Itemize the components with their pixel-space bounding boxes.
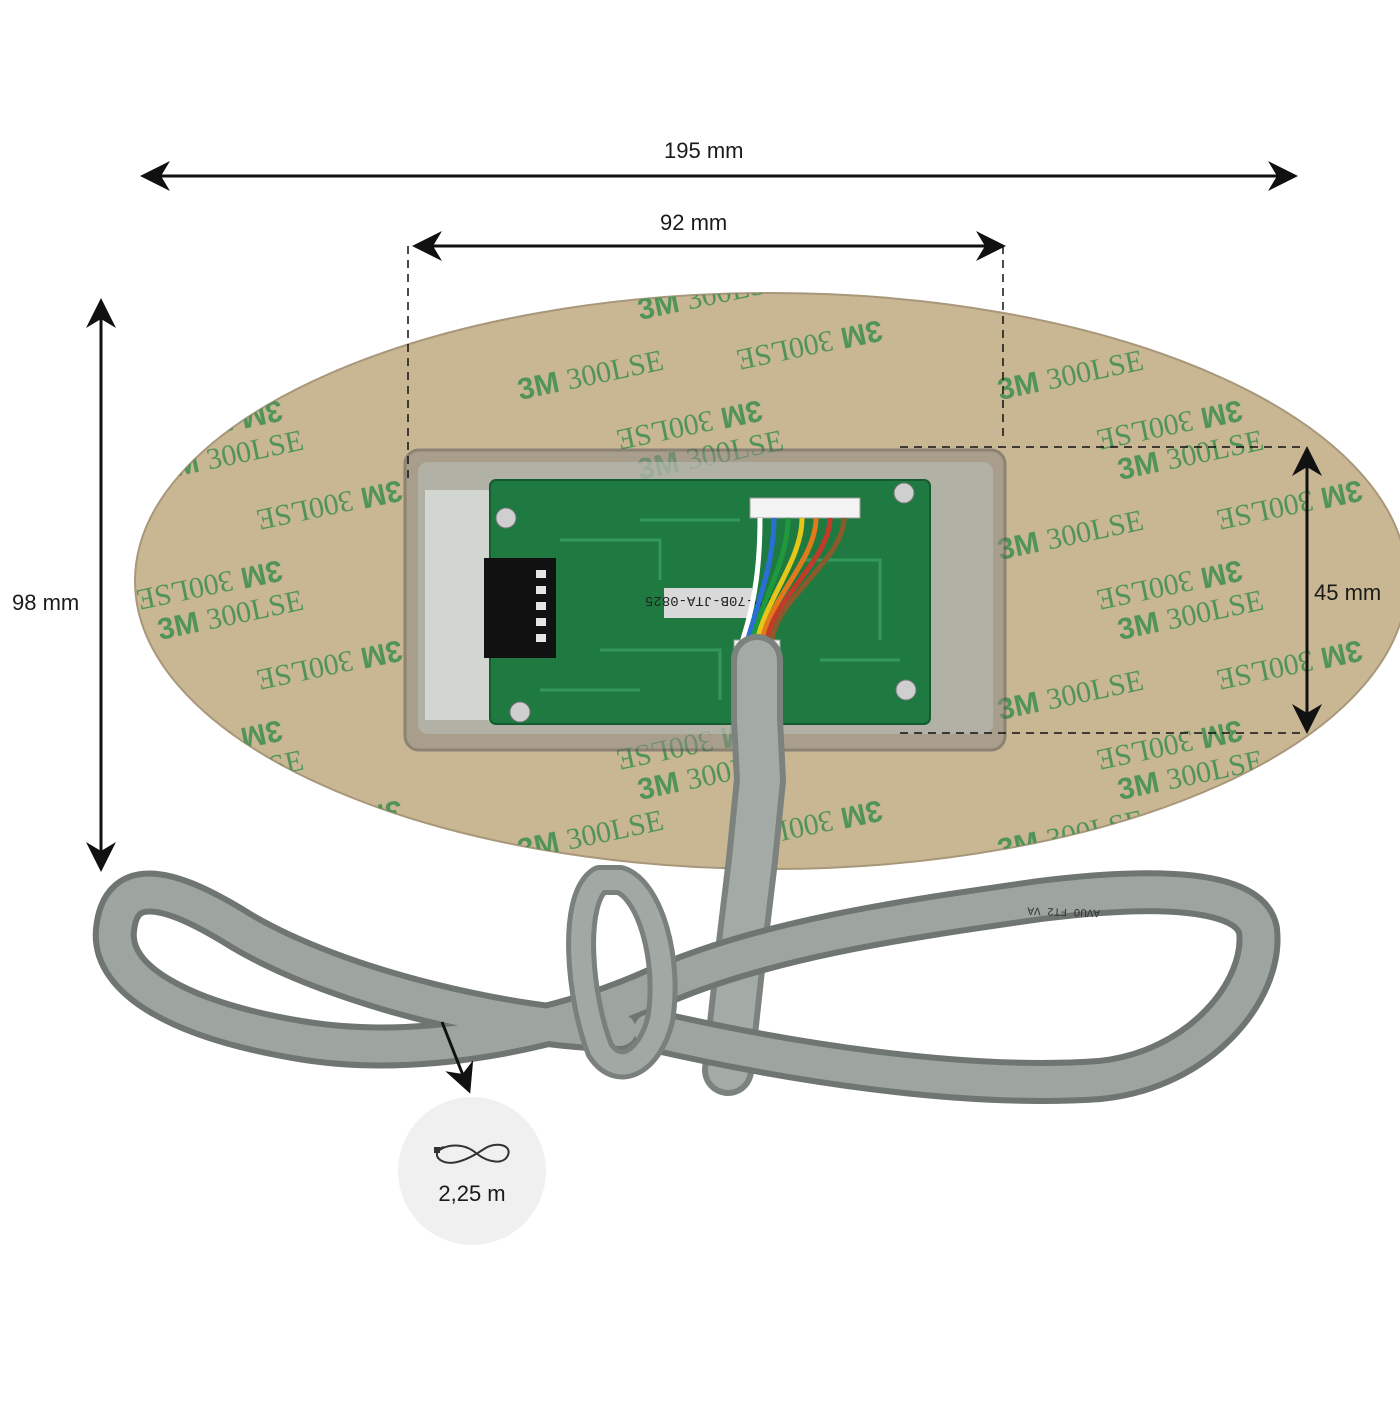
ribbon-cable: AVUO FT2 VA <box>92 634 1281 1104</box>
tape-print-text: 3M 300LSE <box>1115 264 1267 327</box>
cable-length-label: 2,25 m <box>438 1181 506 1206</box>
screw <box>495 507 517 529</box>
cable-pointer-arrow <box>440 1021 474 1094</box>
tape-print-text: 3M 300LSE <box>133 713 285 776</box>
tape-print-text: 3M 300LSE <box>155 264 307 327</box>
pcb-sticker <box>664 588 752 618</box>
tape-print-text: 3M 300LSE <box>155 744 307 807</box>
tape-print-text: 3M 300LSE <box>253 793 405 856</box>
dimension-lines <box>86 161 1322 1094</box>
screw <box>895 679 917 701</box>
cable-icon <box>434 1143 510 1164</box>
cable-length-badge: 2,25 m <box>398 1097 546 1245</box>
cable-print-text: AVUO FT2 VA <box>1027 903 1100 918</box>
pcb-sticker-text: SP-70B-JTA-0825 <box>645 592 771 608</box>
dimension-label-overall-height: 98 mm <box>12 590 80 615</box>
dimension-label-display-height: 45 mm <box>1314 580 1382 605</box>
dimension-label-overall-width: 195 mm <box>664 138 744 163</box>
screw <box>893 482 915 504</box>
dimension-label-display-width: 92 mm <box>660 210 728 235</box>
connector-header <box>749 497 861 519</box>
tape-print-text: 3M 300LSE <box>1213 793 1365 856</box>
display-module: SP-70B-JTA-0825 <box>403 448 1007 752</box>
screw <box>509 701 531 723</box>
tape-print-text: 3M 300LSE <box>1213 313 1365 376</box>
